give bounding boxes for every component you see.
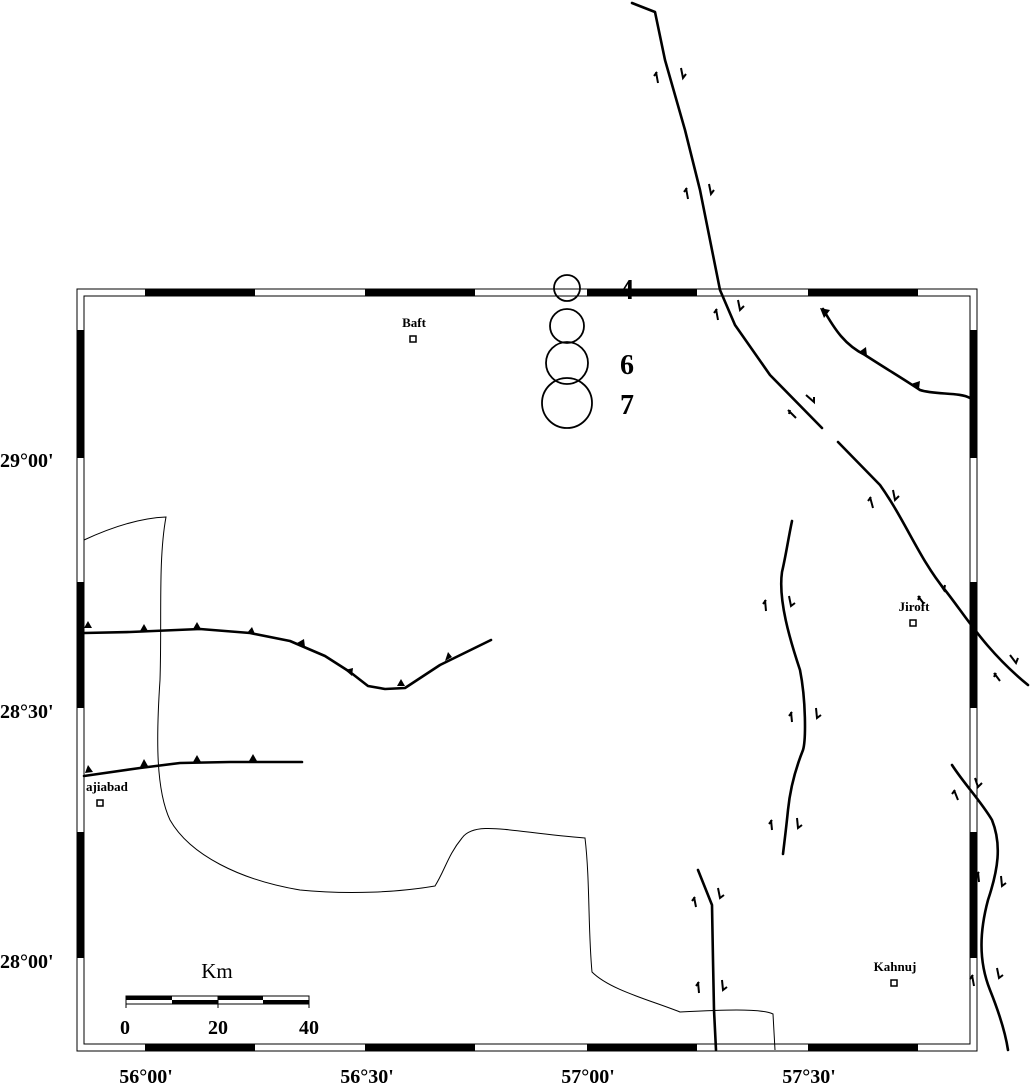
frame-bar	[77, 832, 84, 958]
city-marker	[409, 335, 417, 343]
latitude-label: 28°30'	[0, 701, 54, 723]
magnitude-circle	[553, 274, 581, 302]
city-label: Baft	[402, 315, 427, 330]
fault-slip-arrows	[653, 67, 1019, 994]
province-boundary	[83, 516, 776, 1051]
strike-slip-fault-southeast	[950, 763, 1010, 1052]
magnitude-legend: 4 6 7	[541, 274, 634, 429]
city-hajiabad: ajiabad	[86, 779, 129, 807]
frame-bar	[587, 1044, 697, 1051]
scale-label: 20	[208, 1017, 228, 1039]
magnitude-label: 7	[620, 390, 634, 421]
city-label: Jiroft	[899, 599, 930, 614]
city-kahnuj: Kahnuj	[874, 959, 917, 987]
city-marker	[890, 979, 898, 987]
frame-bar	[808, 289, 918, 296]
scale-title: Km	[201, 959, 233, 983]
latitude-labels: 29°00' 28°30' 28°00'	[0, 450, 54, 973]
city-label: ajiabad	[86, 779, 129, 794]
scale-bar: Km 0 20 40	[120, 959, 319, 1039]
longitude-label: 57°00'	[561, 1066, 615, 1087]
frame-bar	[77, 582, 84, 708]
frame-bar	[77, 330, 84, 458]
scale-segment	[263, 1000, 309, 1004]
longitude-label: 56°00'	[119, 1066, 173, 1087]
longitude-label: 56°30'	[340, 1066, 394, 1087]
longitude-label: 57°30'	[782, 1066, 836, 1087]
city-jiroft: Jiroft	[899, 599, 930, 627]
magnitude-circle	[545, 341, 589, 385]
city-label: Kahnuj	[874, 959, 917, 974]
map-frame	[76, 288, 978, 1052]
frame-bar	[970, 582, 977, 708]
scale-segment	[172, 1000, 218, 1004]
thrust-fault-northeast	[820, 307, 972, 400]
scale-segment	[218, 996, 263, 1000]
city-marker	[909, 619, 917, 627]
thrust-fault-south	[82, 754, 304, 778]
latitude-label: 28°00'	[0, 951, 54, 973]
city-baft: Baft	[402, 315, 427, 343]
frame-bar	[808, 1044, 918, 1051]
strike-slip-fault-south	[696, 868, 718, 1052]
scale-label: 0	[120, 1017, 130, 1039]
strike-slip-fault-main	[630, 1, 1030, 687]
frame-bar	[970, 832, 977, 958]
city-marker	[96, 799, 104, 807]
scale-label: 40	[299, 1017, 319, 1039]
longitude-labels: 56°00' 56°30' 57°00' 57°30'	[119, 1066, 836, 1087]
frame-bar	[145, 289, 255, 296]
strike-slip-fault-central	[779, 519, 807, 856]
frame-bar	[365, 1044, 475, 1051]
scale-segment	[126, 996, 172, 1000]
frame-bar	[587, 289, 697, 296]
frame-bar	[365, 289, 475, 296]
thrust-fault-north	[82, 621, 493, 691]
magnitude-circle	[549, 308, 585, 344]
magnitude-circle	[541, 377, 593, 429]
magnitude-label: 4	[620, 275, 634, 306]
magnitude-label: 6	[620, 350, 634, 381]
latitude-label: 29°00'	[0, 450, 54, 472]
frame-bar	[145, 1044, 255, 1051]
frame-bar	[970, 330, 977, 458]
